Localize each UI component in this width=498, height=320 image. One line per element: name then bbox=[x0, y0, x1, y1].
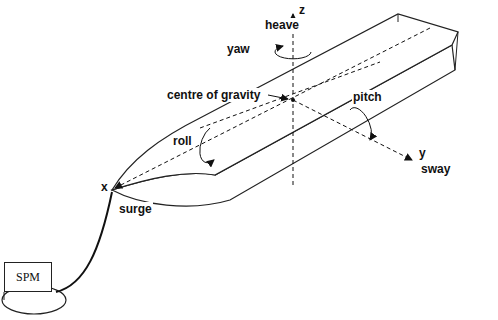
y-axis bbox=[293, 100, 412, 160]
axis-label: x bbox=[100, 180, 109, 194]
axis-label: y bbox=[418, 146, 427, 160]
motion-label: surge bbox=[118, 202, 153, 216]
roll-arrow bbox=[200, 128, 214, 163]
motion-label: heave bbox=[264, 18, 300, 32]
deck bbox=[112, 14, 458, 190]
cog-dot bbox=[291, 98, 295, 102]
x-axis bbox=[115, 28, 430, 188]
point-label: centre of gravity bbox=[166, 88, 261, 102]
mooring-line bbox=[56, 192, 112, 292]
pitch-arrow bbox=[350, 108, 372, 140]
motion-label: yaw bbox=[226, 42, 251, 56]
axis-label: z bbox=[298, 3, 306, 17]
motion-label: roll bbox=[172, 134, 193, 148]
buoy-box: SPM bbox=[4, 262, 52, 292]
motion-label: pitch bbox=[352, 90, 383, 104]
buoy-label: SPM bbox=[16, 270, 40, 285]
cog-pointer bbox=[268, 95, 288, 99]
yaw-arrow bbox=[275, 46, 311, 59]
motion-label: sway bbox=[420, 162, 451, 176]
